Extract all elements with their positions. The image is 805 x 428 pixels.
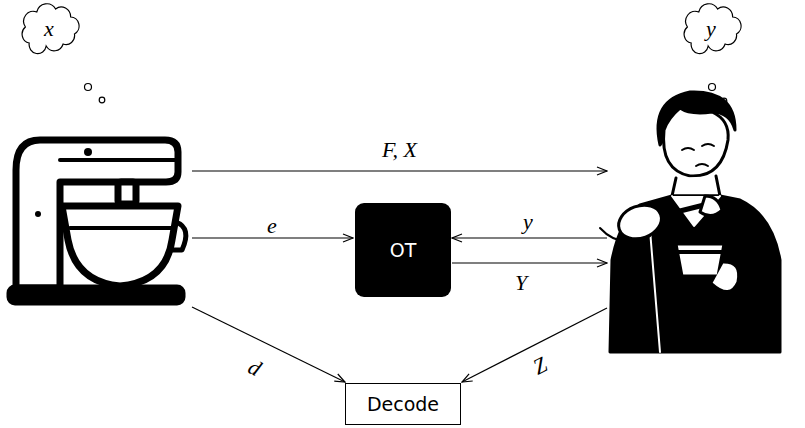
message-arrows	[192, 171, 607, 382]
thought-dots	[85, 84, 727, 104]
d-arrow	[192, 307, 345, 382]
person-figure	[676, 244, 724, 276]
thought-dots	[709, 84, 716, 91]
mixer-icon	[10, 288, 182, 302]
message-label: e	[267, 215, 277, 237]
thought-cloud: y	[678, 3, 744, 55]
mixer-icon	[35, 211, 41, 217]
person-figure	[600, 228, 650, 241]
box-label: Decode	[367, 393, 439, 415]
e-arrow	[192, 237, 353, 238]
mixer-icon	[60, 158, 178, 162]
thought-variable: x	[44, 16, 54, 42]
box-label: OT	[390, 239, 417, 261]
Y-arrow	[452, 262, 607, 263]
person-figure	[712, 262, 739, 292]
thought-variable: y	[706, 16, 716, 42]
mixer-icon	[172, 222, 186, 250]
mixer-icon	[70, 226, 172, 230]
person-figure	[682, 144, 714, 150]
message-label: Z	[530, 353, 551, 378]
mixer-icon	[84, 148, 92, 156]
person-figure	[672, 176, 720, 196]
message-label: y	[523, 211, 533, 233]
y-arrow	[452, 237, 607, 238]
thought-cloud: x	[16, 3, 82, 55]
z-arrow	[462, 308, 607, 382]
person-figure	[600, 92, 780, 352]
person-figure	[614, 199, 666, 244]
message-label: d	[245, 356, 265, 381]
message-label: Y	[515, 272, 527, 294]
fx-arrow	[192, 170, 607, 171]
message-label: F, X	[382, 139, 417, 161]
mixer-icon	[10, 140, 186, 302]
mixer-icon	[118, 182, 136, 204]
mixer-icon	[62, 206, 178, 286]
person-figure	[650, 230, 660, 352]
person-figure	[610, 196, 780, 352]
person-figure	[696, 164, 708, 166]
person-figure	[700, 196, 722, 216]
ot-box: OT	[355, 203, 451, 297]
mixer-icon	[16, 140, 178, 288]
person-figure	[664, 108, 729, 176]
thought-dots	[99, 97, 105, 103]
cloud-outline	[22, 4, 79, 54]
decode-box: Decode	[345, 383, 461, 425]
thought-dots	[85, 84, 92, 91]
person-figure	[676, 250, 724, 254]
cloud-outline	[684, 4, 741, 54]
